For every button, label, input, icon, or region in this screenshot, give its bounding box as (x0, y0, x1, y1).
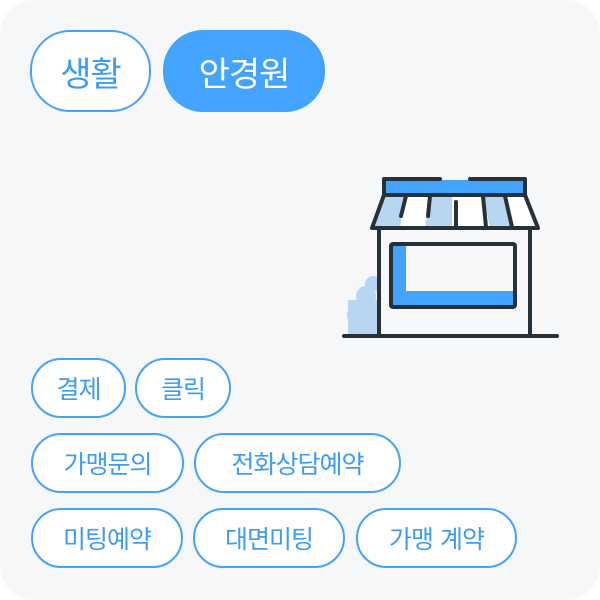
tag-optical-store[interactable]: 안경원 (163, 30, 325, 112)
tag-payment-label: 결제 (56, 375, 101, 404)
tag-franchise-inquiry[interactable]: 가맹문의 (31, 433, 184, 493)
tag-in-person-meeting-label: 대면미팅 (224, 525, 314, 554)
tag-franchise-contract[interactable]: 가맹 계약 (356, 508, 517, 568)
tag-franchise-inquiry-label: 가맹문의 (63, 450, 152, 479)
tag-phone-consult-booking[interactable]: 전화상담예약 (194, 433, 401, 493)
tag-payment[interactable]: 결제 (31, 358, 126, 418)
tag-phone-consult-booking-label: 전화상담예약 (231, 450, 364, 479)
tag-life-label: 생활 (60, 54, 122, 95)
tag-click[interactable]: 클릭 (135, 358, 231, 418)
tag-life[interactable]: 생활 (30, 30, 151, 112)
tag-meeting-booking[interactable]: 미팅예약 (31, 508, 183, 568)
tag-click-label: 클릭 (160, 375, 206, 404)
bush-icon (347, 276, 381, 336)
tag-meeting-booking-label: 미팅예약 (62, 525, 152, 554)
storefront-icon (342, 177, 559, 338)
tag-franchise-contract-label: 가맹 계약 (389, 525, 485, 554)
tag-in-person-meeting[interactable]: 대면미팅 (193, 508, 345, 568)
tag-optical-store-label: 안경원 (198, 54, 291, 95)
